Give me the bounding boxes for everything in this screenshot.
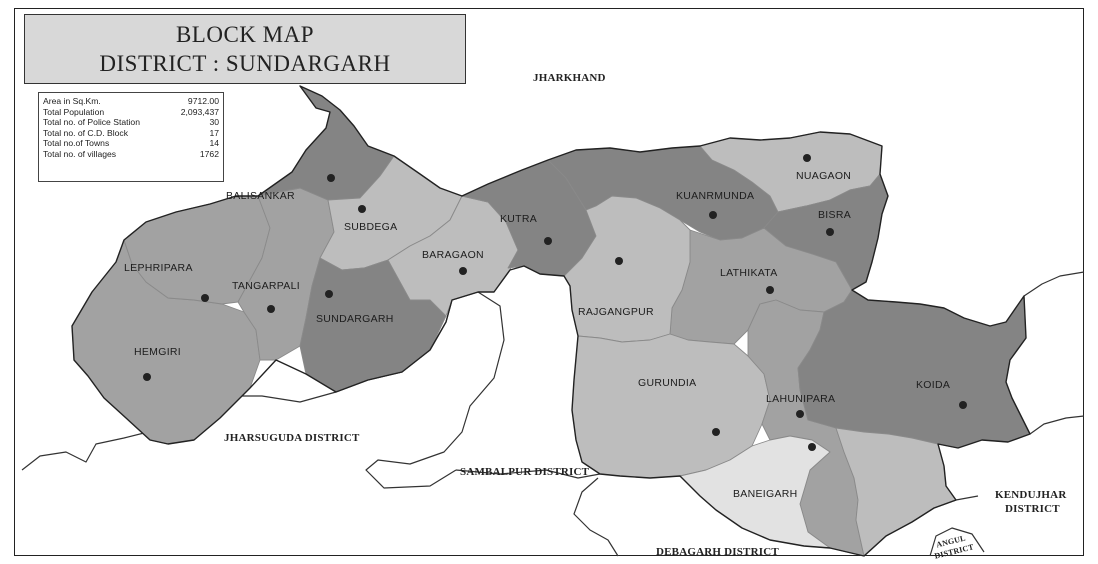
angul-boundary bbox=[929, 527, 985, 557]
stat-label: Total no.of Towns bbox=[43, 138, 110, 149]
debagarh-boundary bbox=[573, 477, 619, 557]
label-sambalpur-district: SAMBALPUR DISTRICT bbox=[460, 466, 590, 478]
map-subtitle: DISTRICT : SUNDARGARH bbox=[99, 51, 391, 76]
block-label-lahunipara: LAHUNIPARA bbox=[766, 393, 836, 405]
hq-dot-lahunipara-2 bbox=[808, 443, 816, 451]
block-label-gurundia: GURUNDIA bbox=[638, 377, 697, 389]
hq-dot-kuanrmunda bbox=[709, 211, 717, 219]
hq-dot-kutra bbox=[544, 237, 552, 245]
hq-dot-koida bbox=[959, 401, 967, 409]
stat-row: Area in Sq.Km. 9712.00 bbox=[43, 96, 219, 107]
block-label-nuagaon: NUAGAON bbox=[796, 170, 852, 182]
stat-value: 1762 bbox=[199, 148, 219, 159]
block-label-sundargarh: SUNDARGARH bbox=[316, 313, 394, 325]
block-label-koida: KOIDA bbox=[916, 379, 951, 391]
hq-dot-hemgiri bbox=[143, 373, 151, 381]
block-label-kutra: KUTRA bbox=[500, 213, 538, 225]
stat-row: Total no. of C.D. Block 17 bbox=[43, 128, 219, 139]
hq-dot-tangarpali-2 bbox=[325, 290, 333, 298]
block-hq-dots bbox=[143, 154, 967, 451]
stat-row: Total Population 2,093,437 bbox=[43, 107, 219, 118]
block-label-hemgiri: HEMGIRI bbox=[134, 346, 182, 358]
hq-dot-lathikata bbox=[766, 286, 774, 294]
block-label-bisra: BISRA bbox=[818, 209, 852, 221]
label-jharkhand: JHARKHAND bbox=[533, 72, 606, 84]
hq-dot-lephripara bbox=[201, 294, 209, 302]
hq-dot-subdega bbox=[358, 205, 366, 213]
block-label-baragaon: BARAGAON bbox=[422, 249, 484, 261]
label-kendujhar-district: DISTRICT bbox=[1005, 503, 1060, 515]
block-label-rajgangpur: RAJGANGPUR bbox=[578, 306, 654, 318]
map-title: BLOCK MAP bbox=[175, 22, 315, 47]
hq-dot-nuagaon bbox=[803, 154, 811, 162]
map-frame bbox=[14, 8, 1084, 556]
block-region-koida bbox=[797, 289, 1031, 449]
hq-dot-balisankar bbox=[327, 174, 335, 182]
stat-label: Area in Sq.Km. bbox=[43, 96, 101, 106]
block-label-baneigarh: BANEIGARH bbox=[733, 488, 798, 500]
block-label-lathikata: LATHIKATA bbox=[720, 267, 778, 279]
block-label-balisankar: BALISANKAR bbox=[226, 190, 295, 202]
stat-value: 9712.00 bbox=[187, 96, 219, 106]
block-label-subdega: SUBDEGA bbox=[344, 221, 398, 233]
hq-dot-baragaon bbox=[459, 267, 467, 275]
stat-label: Total no. of Police Station bbox=[43, 117, 140, 128]
hq-dot-tangarpali bbox=[267, 305, 275, 313]
stat-value: 17 bbox=[209, 127, 219, 138]
kendujhar-boundary bbox=[1023, 271, 1085, 297]
label-jharsuguda-district: JHARSUGUDA DISTRICT bbox=[224, 432, 360, 444]
hq-dot-bisra bbox=[826, 228, 834, 236]
kendujhar-lower-boundary bbox=[1029, 415, 1085, 435]
hq-dot-lahunipara bbox=[796, 410, 804, 418]
district-stats-box: Area in Sq.Km. 9712.00 Total Population … bbox=[38, 92, 224, 182]
hq-dot-gurundia bbox=[712, 428, 720, 436]
stat-row: Total no. of Police Station 30 bbox=[43, 117, 219, 128]
stat-row: Total no.of Towns 14 bbox=[43, 138, 219, 149]
hq-dot-rajgangpur bbox=[615, 257, 623, 265]
stat-row: Total no. of villages 1762 bbox=[43, 149, 219, 160]
stat-label: Total no. of C.D. Block bbox=[43, 127, 129, 138]
stat-label: Total Population bbox=[43, 106, 105, 117]
stat-value: 14 bbox=[209, 138, 219, 149]
block-label-lephripara: LEPHRIPARA bbox=[124, 262, 193, 274]
map-title-box: BLOCK MAP DISTRICT : SUNDARGARH bbox=[24, 14, 466, 84]
district-outline bbox=[71, 85, 1031, 557]
sambalpur-boundary bbox=[455, 469, 601, 479]
stat-label: Total no. of villages bbox=[43, 148, 117, 159]
stat-value: 2,093,437 bbox=[180, 106, 219, 117]
label-kendujhar: KENDUJHAR bbox=[995, 489, 1067, 501]
block-label-kuanrmunda: KUANRMUNDA bbox=[676, 190, 755, 202]
stat-value: 30 bbox=[209, 117, 219, 128]
label-debagarh-district: DEBAGARH DISTRICT bbox=[656, 546, 779, 558]
block-label-tangarpali: TANGARPALI bbox=[232, 280, 300, 292]
